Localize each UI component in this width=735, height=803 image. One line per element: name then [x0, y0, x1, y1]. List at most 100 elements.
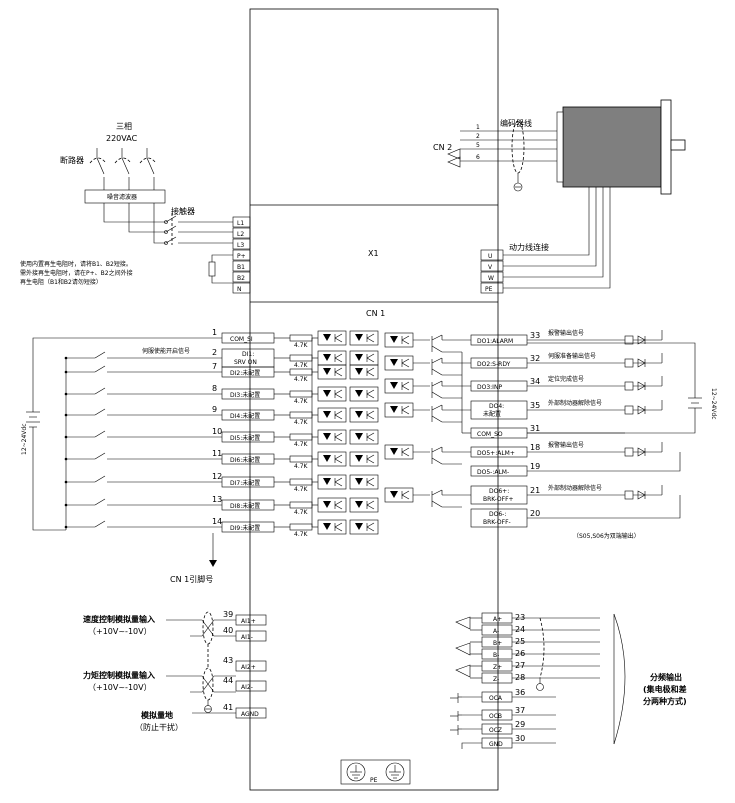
analog-pin-40: 40 — [223, 626, 233, 635]
input-optocoupler-2-line — [366, 367, 375, 373]
input-optocoupler-2-led — [355, 368, 363, 375]
input-optocoupler — [317, 364, 347, 380]
output-optocoupler-line — [401, 494, 410, 500]
regen-resistor — [208, 254, 233, 284]
input-optocoupler-2-led — [355, 390, 363, 397]
input-label: DI7:未配置 — [230, 479, 260, 487]
input-resistor-label: 4.7K — [294, 441, 309, 448]
input-optocoupler-2-line — [366, 477, 375, 483]
input-junction — [64, 503, 68, 507]
encoder-diff-label: A- — [493, 628, 499, 635]
output-pin-34: 34 — [530, 377, 540, 386]
input-resistor — [289, 354, 313, 362]
input-optocoupler-line — [334, 367, 343, 373]
analog-gnd-label: 模拟量地 — [141, 710, 173, 720]
output-pin-20: 20 — [530, 509, 540, 518]
output-optocoupler-led — [390, 491, 398, 498]
output-optocoupler-line — [401, 405, 410, 411]
input-resistor-label: 4.7K — [294, 362, 309, 369]
input-optocoupler-line — [334, 477, 343, 483]
input-label: DI3:未配置 — [230, 391, 260, 399]
input-optocoupler-2 — [349, 429, 379, 445]
output-label-2: BRK-OFF- — [483, 519, 511, 526]
output-optocoupler-led — [390, 336, 398, 343]
encoder-oc-pin-36: 36 — [515, 688, 525, 697]
input-switch — [94, 520, 106, 528]
contactor-label: 接触器 — [171, 206, 195, 216]
input-resistor — [289, 455, 313, 463]
output-pin-21: 21 — [530, 486, 540, 495]
encoder-diff-pin-26: 26 — [515, 649, 525, 658]
input-optocoupler-led — [323, 433, 331, 440]
input-switch — [94, 408, 106, 416]
input-resistor — [289, 334, 313, 342]
output-label-2: BRK-OFF+ — [483, 496, 514, 503]
analog-label: AI2- — [241, 684, 253, 691]
input-optocoupler-2-line — [366, 436, 375, 442]
input-label: COM_SI — [230, 336, 253, 343]
output-transistor — [431, 357, 443, 364]
output-pin-18: 18 — [530, 443, 540, 452]
encoder-output-note1: (集电极和差 — [643, 684, 687, 694]
input-optocoupler-led — [323, 501, 331, 508]
input-pin-9: 9 — [212, 405, 217, 414]
input-optocoupler-2-line — [366, 454, 375, 460]
input-resistor-label: 4.7K — [294, 342, 309, 349]
output-pin-33: 33 — [530, 331, 540, 340]
input-optocoupler — [317, 474, 347, 490]
output-supply — [527, 342, 702, 434]
x1-terminal-b1: B1 — [237, 264, 245, 271]
encoder-diff-label: B- — [493, 652, 499, 659]
encoder-wires — [447, 120, 557, 192]
breaker-label: 断路器 — [60, 155, 84, 165]
analog-gnd-note: （防止干扰） — [135, 722, 183, 732]
input-optocoupler-2 — [349, 386, 379, 402]
input-pin-10: 10 — [212, 427, 222, 436]
analog-label: AI1+ — [241, 618, 256, 625]
input-optocoupler-2-led — [355, 501, 363, 508]
analog-box — [235, 614, 267, 626]
encoder-diff-pin-27: 27 — [515, 661, 525, 670]
input-optocoupler-led — [323, 411, 331, 418]
analog-box — [235, 680, 267, 692]
input-optocoupler — [317, 429, 347, 445]
encoder-diff-label: Z- — [493, 676, 499, 683]
output-optocoupler-line — [401, 335, 410, 341]
input-resistor — [289, 368, 313, 376]
x1-terminal-v: V — [488, 264, 493, 271]
input-optocoupler-2-line — [366, 333, 375, 339]
input-resistor — [289, 390, 313, 398]
input-optocoupler-line — [334, 414, 343, 420]
output-transistor — [431, 457, 443, 465]
output-optocoupler-led — [390, 448, 398, 455]
input-resistor-label: 4.7K — [294, 398, 309, 405]
input-optocoupler-line — [334, 458, 343, 464]
analog-pin-43: 43 — [223, 656, 233, 665]
input-optocoupler-2 — [349, 330, 379, 346]
output-optocoupler-line — [401, 385, 410, 391]
encoder-oc-label: OCB — [489, 713, 502, 720]
input-junction — [64, 413, 68, 417]
input-optocoupler-line — [334, 337, 343, 343]
output-relay — [624, 405, 634, 415]
output-label: COM_SO — [477, 431, 503, 438]
regen-note-line3: 再生电阻（B1和B2请勿短接） — [20, 278, 102, 286]
pe-ground-icon — [340, 759, 411, 785]
output-pin-19: 19 — [530, 462, 540, 471]
output-optocoupler-line — [401, 490, 410, 496]
output-note: 外部制动器解除信号 — [548, 399, 602, 407]
input-optocoupler-2 — [349, 350, 379, 366]
analog-wiring — [166, 611, 236, 714]
output-optocoupler — [384, 355, 414, 371]
x1-terminal-b2: B2 — [237, 275, 245, 282]
input-junction — [64, 370, 68, 374]
input-junction — [64, 480, 68, 484]
input-junction — [64, 457, 68, 461]
input-optocoupler-2-line — [366, 389, 375, 395]
output-supply-label: 12~24Vdc — [710, 388, 717, 420]
output-optocoupler-line — [401, 362, 410, 368]
output-label: DO2:S-RDY — [477, 361, 511, 368]
input-label: DI2:未配置 — [230, 369, 260, 377]
